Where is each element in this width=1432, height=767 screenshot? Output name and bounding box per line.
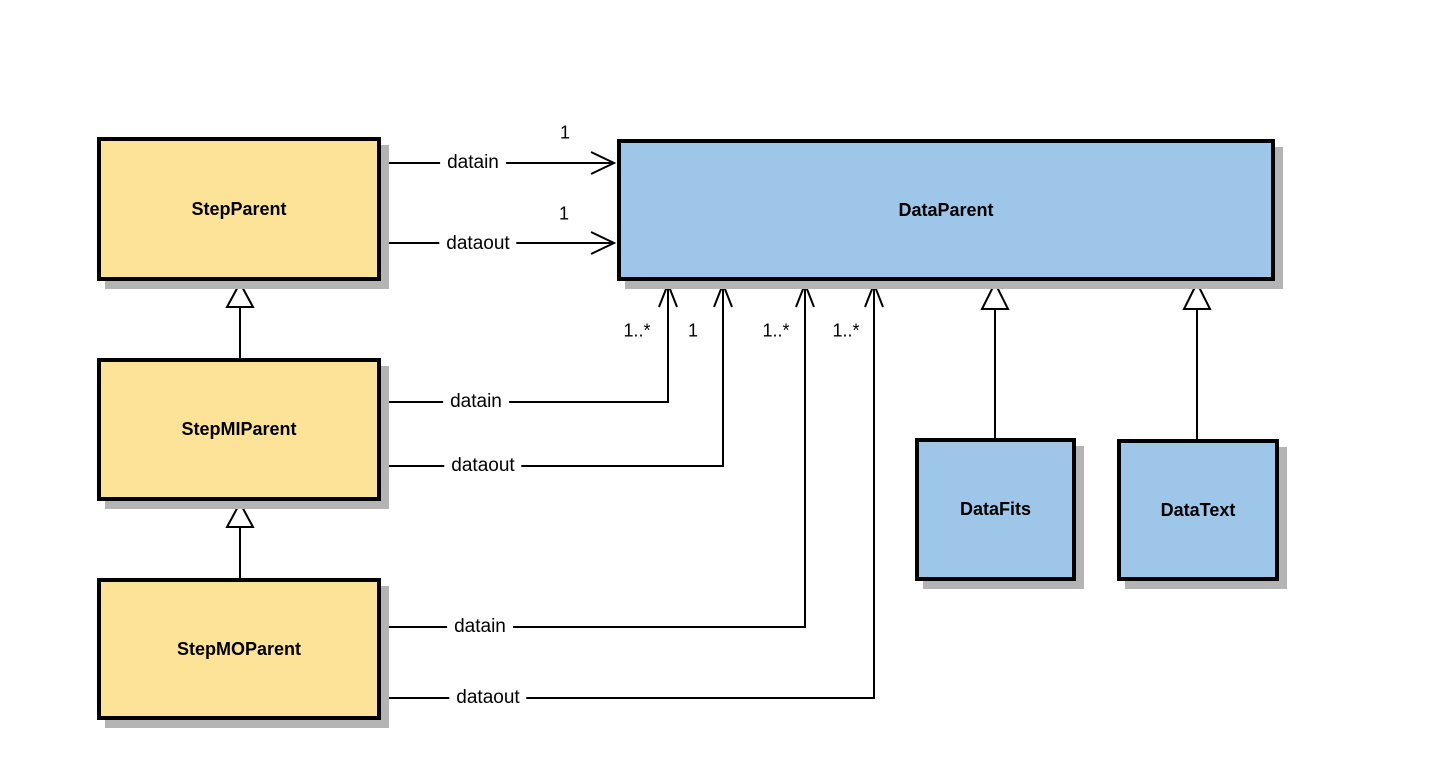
class-box-step-mo-parent: StepMOParent (97, 578, 381, 720)
association-label-step-parent-dataout: dataout (439, 232, 517, 256)
association-step-mo-parent-dataout (383, 281, 884, 699)
open-arrowhead-icon (590, 151, 617, 175)
multiplicity-step-mo-parent-datain: 1..* (762, 320, 790, 341)
open-arrowhead-icon (864, 281, 884, 308)
multiplicity-step-mi-parent-datain: 1..* (623, 320, 651, 341)
multiplicity-step-mo-parent-dataout: 1..* (832, 320, 860, 341)
class-name-label: DataParent (898, 199, 994, 220)
association-step-mo-parent-datain (383, 281, 815, 628)
open-arrowhead-icon (713, 281, 733, 308)
class-name-label: StepParent (191, 198, 287, 219)
generalization-data-text-to-data-parent (1182, 280, 1212, 439)
association-step-mi-parent-datain (383, 281, 678, 403)
association-label-step-mi-parent-dataout: dataout (444, 454, 522, 478)
association-step-mi-parent-dataout (383, 281, 733, 467)
generalization-step-mo-to-step-mi-parent (225, 500, 255, 578)
hollow-triangle-icon (225, 500, 255, 528)
open-arrowhead-icon (795, 281, 815, 308)
class-name-label: DataFits (959, 499, 1031, 519)
class-name-label: StepMIParent (181, 419, 297, 439)
hollow-triangle-icon (225, 280, 255, 308)
class-box-data-parent: DataParent (617, 139, 1275, 281)
open-arrowhead-icon (658, 281, 678, 308)
generalization-data-fits-to-data-parent (980, 280, 1010, 438)
association-label-step-mo-parent-datain: datain (447, 615, 513, 639)
association-label-step-mo-parent-dataout: dataout (449, 686, 527, 710)
class-name-label: DataText (1160, 499, 1236, 520)
generalization-step-mi-to-step-parent (225, 280, 255, 358)
class-box-data-fits: DataFits (915, 438, 1076, 581)
multiplicity-step-parent-datain: 1 (559, 122, 571, 143)
class-name-label: StepMOParent (176, 638, 302, 659)
class-box-step-mi-parent: StepMIParent (97, 358, 381, 501)
open-arrowhead-icon (590, 231, 617, 255)
hollow-triangle-icon (1182, 280, 1212, 310)
association-label-step-parent-datain: datain (440, 151, 506, 175)
multiplicity-step-parent-dataout: 1 (558, 203, 570, 224)
multiplicity-step-mi-parent-dataout: 1 (687, 320, 699, 341)
hollow-triangle-icon (980, 280, 1010, 310)
association-label-step-mi-parent-datain: datain (443, 390, 509, 414)
class-box-data-text: DataText (1117, 439, 1279, 581)
class-box-step-parent: StepParent (97, 137, 381, 281)
